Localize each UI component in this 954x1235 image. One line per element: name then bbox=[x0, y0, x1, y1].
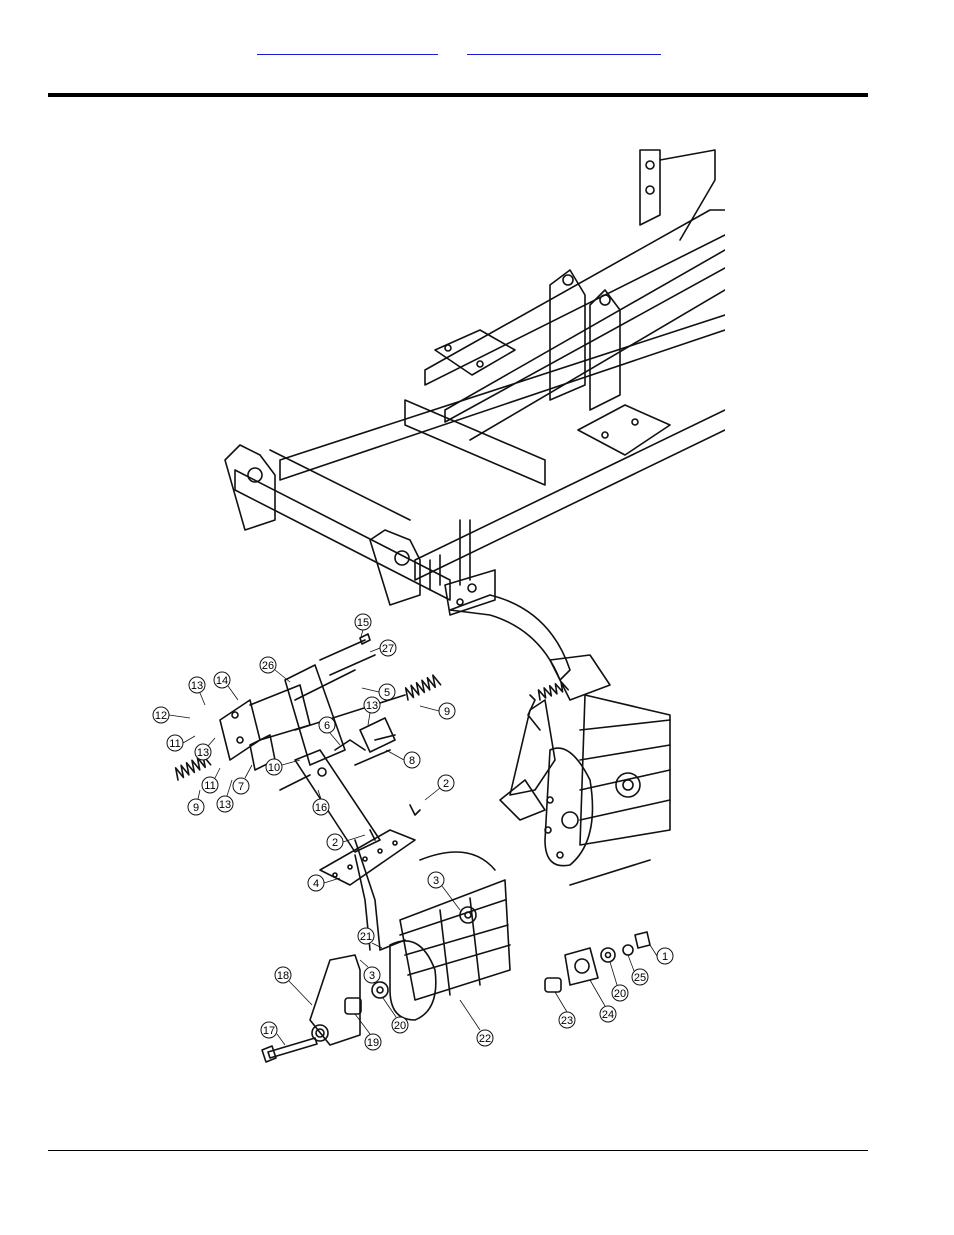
svg-text:13: 13 bbox=[219, 799, 231, 811]
svg-text:4: 4 bbox=[313, 878, 319, 890]
header-link-1[interactable] bbox=[257, 38, 438, 55]
callout-1: 1 bbox=[657, 948, 673, 964]
callout-20: 20 bbox=[392, 1017, 408, 1033]
svg-text:12: 12 bbox=[155, 710, 167, 722]
svg-text:13: 13 bbox=[197, 747, 209, 759]
callout-3: 3 bbox=[428, 872, 444, 888]
svg-text:13: 13 bbox=[366, 700, 378, 712]
machine-linework bbox=[173, 150, 725, 1062]
svg-text:14: 14 bbox=[216, 675, 228, 687]
header-link-2[interactable] bbox=[467, 38, 661, 55]
callout-5: 5 bbox=[379, 684, 395, 700]
callout-2: 2 bbox=[438, 775, 454, 791]
callout-20: 20 bbox=[612, 985, 628, 1001]
svg-text:24: 24 bbox=[602, 1009, 614, 1021]
callout-17: 17 bbox=[261, 1022, 277, 1038]
svg-text:11: 11 bbox=[169, 738, 180, 750]
callout-4: 4 bbox=[308, 875, 324, 891]
callout-13: 13 bbox=[189, 677, 205, 693]
svg-text:8: 8 bbox=[409, 755, 415, 767]
svg-text:16: 16 bbox=[315, 802, 327, 814]
header-rule bbox=[48, 93, 868, 97]
svg-text:1: 1 bbox=[662, 951, 668, 963]
callout-12: 12 bbox=[153, 707, 169, 723]
parts-diagram: 15 27 26 14 13 5 12 9 11 13 6 13 10 8 11… bbox=[150, 140, 725, 1080]
svg-text:27: 27 bbox=[382, 643, 394, 655]
callout-balloons: 15 27 26 14 13 5 12 9 11 13 6 13 10 8 11… bbox=[153, 614, 673, 1050]
callout-16: 16 bbox=[313, 799, 329, 815]
callout-15: 15 bbox=[355, 614, 371, 630]
callout-18: 18 bbox=[275, 967, 291, 983]
svg-text:3: 3 bbox=[369, 970, 375, 982]
footer-rule bbox=[48, 1150, 868, 1151]
callout-9: 9 bbox=[439, 703, 455, 719]
svg-text:17: 17 bbox=[263, 1025, 275, 1037]
callout-6: 6 bbox=[319, 717, 335, 733]
svg-text:2: 2 bbox=[443, 778, 449, 790]
callout-19: 19 bbox=[365, 1034, 381, 1050]
svg-text:5: 5 bbox=[384, 687, 390, 699]
callout-26: 26 bbox=[260, 657, 276, 673]
svg-text:23: 23 bbox=[561, 1015, 573, 1027]
svg-text:25: 25 bbox=[634, 972, 646, 984]
callout-2: 2 bbox=[327, 834, 343, 850]
callout-27: 27 bbox=[380, 640, 396, 656]
callout-7: 7 bbox=[233, 778, 249, 794]
callout-8: 8 bbox=[404, 752, 420, 768]
callout-9: 9 bbox=[188, 799, 204, 815]
callout-11: 11 bbox=[202, 777, 218, 793]
svg-text:20: 20 bbox=[394, 1020, 406, 1032]
callout-11: 11 bbox=[167, 735, 183, 751]
svg-text:11: 11 bbox=[204, 780, 215, 792]
callout-25: 25 bbox=[632, 969, 648, 985]
svg-text:9: 9 bbox=[444, 706, 450, 718]
svg-text:22: 22 bbox=[479, 1033, 491, 1045]
svg-text:9: 9 bbox=[193, 802, 199, 814]
callout-14: 14 bbox=[214, 672, 230, 688]
callout-13: 13 bbox=[195, 744, 211, 760]
svg-text:2: 2 bbox=[332, 837, 338, 849]
callout-21: 21 bbox=[358, 928, 374, 944]
svg-text:19: 19 bbox=[367, 1037, 379, 1049]
svg-text:15: 15 bbox=[357, 617, 369, 629]
callout-23: 23 bbox=[559, 1012, 575, 1028]
svg-text:21: 21 bbox=[360, 931, 372, 943]
svg-text:7: 7 bbox=[238, 781, 244, 793]
callout-13: 13 bbox=[364, 697, 380, 713]
svg-text:26: 26 bbox=[262, 660, 274, 672]
callout-10: 10 bbox=[266, 759, 282, 775]
svg-text:10: 10 bbox=[268, 762, 280, 774]
callout-24: 24 bbox=[600, 1006, 616, 1022]
svg-text:6: 6 bbox=[324, 720, 330, 732]
svg-text:13: 13 bbox=[191, 680, 203, 692]
svg-text:20: 20 bbox=[614, 988, 626, 1000]
svg-text:3: 3 bbox=[433, 875, 439, 887]
svg-text:18: 18 bbox=[277, 970, 289, 982]
callout-22: 22 bbox=[477, 1030, 493, 1046]
callout-3: 3 bbox=[364, 967, 380, 983]
callout-13: 13 bbox=[217, 796, 233, 812]
